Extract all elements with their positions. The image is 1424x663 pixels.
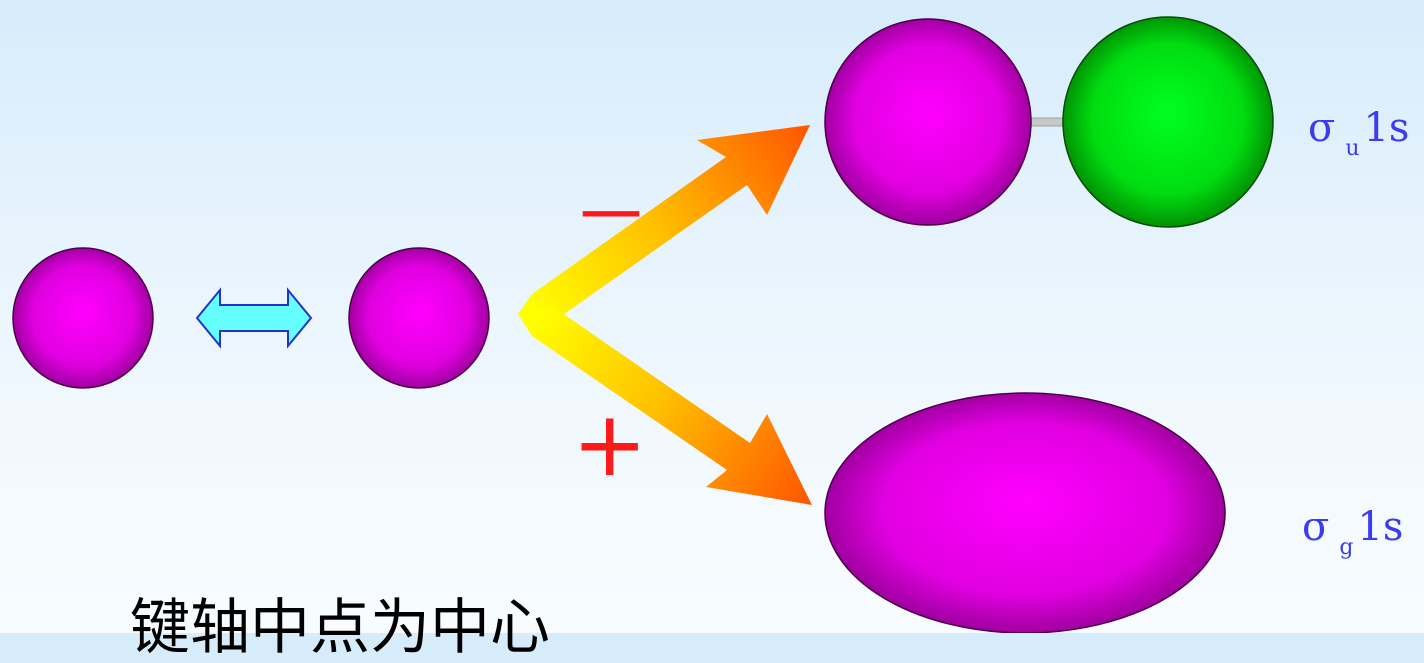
symmetry-subscript: u bbox=[1345, 136, 1359, 161]
bonding-orbital bbox=[825, 393, 1225, 633]
right-1s-atomic-orbital bbox=[349, 248, 489, 388]
lower-branch-arrow bbox=[518, 306, 812, 505]
antibonding-orbital bbox=[825, 17, 1273, 227]
sigma-symbol: σ bbox=[1302, 504, 1329, 550]
caption-text: 键轴中点为中心 bbox=[130, 598, 550, 658]
antibonding-negative-lobe bbox=[1063, 17, 1273, 227]
branching-arrow-icon bbox=[518, 125, 812, 505]
orbital-name: 1s bbox=[1357, 504, 1403, 550]
molecular-orbital-diagram bbox=[0, 0, 1424, 633]
upper-branch-arrow bbox=[518, 125, 810, 322]
double-headed-arrow-icon bbox=[197, 290, 311, 346]
sigma-symbol: σ bbox=[1308, 105, 1335, 151]
orbital-name: 1s bbox=[1363, 105, 1409, 151]
left-1s-atomic-orbital bbox=[13, 248, 153, 388]
minus-sign: － bbox=[572, 178, 650, 256]
antibonding-positive-lobe bbox=[825, 19, 1031, 225]
symmetry-subscript: g bbox=[1339, 535, 1353, 560]
plus-sign: + bbox=[572, 400, 647, 490]
